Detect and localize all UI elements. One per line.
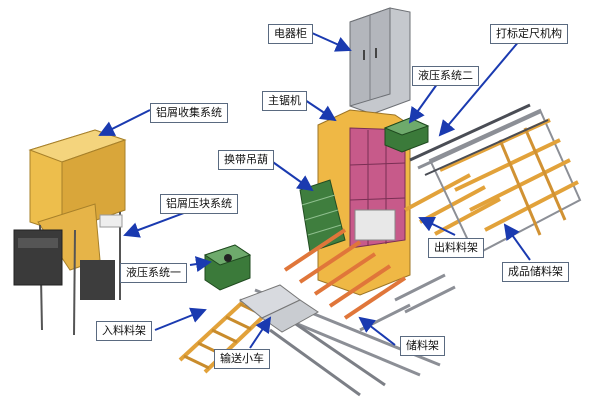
electrical-cabinet — [349, 7, 411, 115]
label-finished-storage-rack: 成品储料架 — [502, 262, 569, 282]
fixed-length-marking-drawing — [409, 103, 549, 176]
label-hydraulic-system-1: 液压系统一 — [120, 263, 187, 283]
label-discharge-rack: 出料料架 — [428, 238, 484, 258]
callout-arrows — [98, 32, 531, 349]
chip-collection-system — [13, 129, 127, 336]
label-transfer-cart: 输送小车 — [214, 349, 270, 369]
finished-storage-rack-drawing — [428, 108, 582, 257]
main-saw-machine — [299, 109, 411, 296]
label-storage-rack: 储料架 — [400, 336, 445, 356]
hydraulic-system-1-drawing — [203, 244, 252, 291]
label-belt-change-hoist: 换带吊葫 — [218, 150, 274, 170]
label-chip-briquetting: 铝屑压块系统 — [160, 194, 238, 214]
label-fixed-length-marking: 打标定尺机构 — [490, 24, 568, 44]
label-infeed-rack: 入料料架 — [96, 321, 152, 341]
label-chip-collection: 铝屑收集系统 — [150, 103, 228, 123]
feed-rollers — [283, 228, 407, 320]
label-main-saw: 主锯机 — [262, 91, 307, 111]
label-electrical-cabinet: 电器柜 — [268, 24, 313, 44]
discharge-rack-drawing — [404, 173, 501, 236]
label-hydraulic-system-2: 液压系统二 — [412, 66, 479, 86]
